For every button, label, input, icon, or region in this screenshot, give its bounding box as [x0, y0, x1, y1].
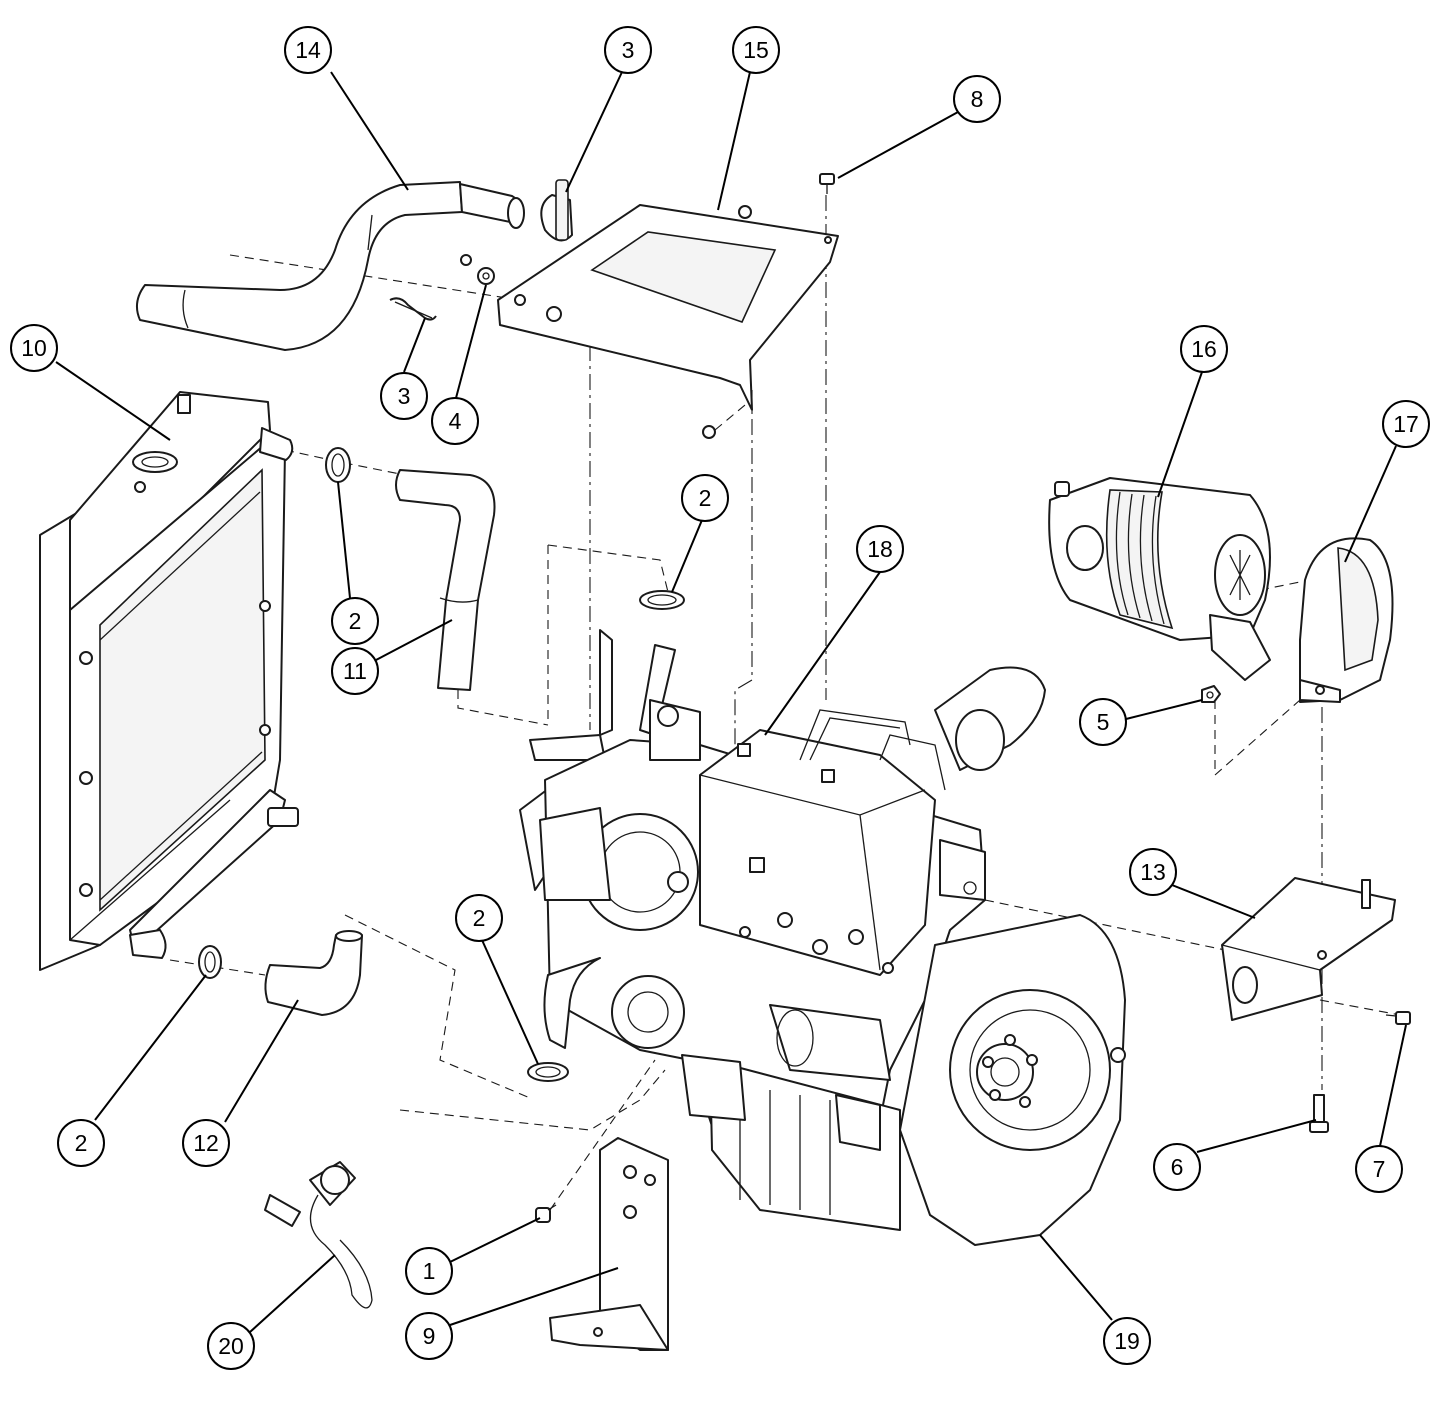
callout-19: 19 — [1103, 1317, 1151, 1365]
part-filter-bracket — [1299, 537, 1394, 703]
svg-text:18: 18 — [867, 536, 893, 562]
svg-text:2: 2 — [473, 905, 486, 931]
part-engine-mount-bracket — [1221, 877, 1396, 1021]
svg-text:13: 13 — [1140, 859, 1166, 885]
part-sensor-harness — [264, 1161, 373, 1309]
svg-text:2: 2 — [349, 608, 362, 634]
part-hose-clamp-b — [639, 590, 685, 610]
callout-10: 10 — [10, 324, 58, 372]
part-hose-clamp-c — [198, 945, 222, 979]
svg-text:2: 2 — [699, 485, 712, 511]
part-hose-clamp-upper — [540, 179, 573, 242]
callout-20: 20 — [207, 1322, 255, 1370]
part-bypass-hose — [395, 469, 496, 691]
part-top-panel — [497, 204, 839, 411]
svg-text:9: 9 — [423, 1323, 436, 1349]
callout-4: 4 — [431, 397, 479, 445]
svg-text:7: 7 — [1373, 1156, 1386, 1182]
callout-8: 8 — [953, 75, 1001, 123]
callout-6: 6 — [1153, 1143, 1201, 1191]
svg-text:19: 19 — [1114, 1328, 1140, 1354]
callout-13: 13 — [1129, 848, 1177, 896]
svg-text:17: 17 — [1393, 411, 1419, 437]
callout-3-top: 3 — [604, 26, 652, 74]
part-upper-hose — [135, 181, 525, 351]
part-bolt-side — [1385, 1011, 1411, 1025]
svg-text:1: 1 — [423, 1258, 436, 1284]
callout-1: 1 — [405, 1247, 453, 1295]
svg-text:8: 8 — [971, 86, 984, 112]
callout-3-lower: 3 — [380, 372, 428, 420]
callout-12: 12 — [182, 1119, 230, 1167]
callout-15: 15 — [732, 26, 780, 74]
callout-5: 5 — [1079, 698, 1127, 746]
callout-2-upper-left: 2 — [331, 597, 379, 645]
callout-18: 18 — [856, 525, 904, 573]
svg-text:15: 15 — [743, 37, 769, 63]
part-hose-clamp-spring — [389, 297, 437, 321]
part-nut — [1201, 685, 1221, 703]
part-washer — [460, 254, 495, 285]
callout-17: 17 — [1382, 400, 1430, 448]
callout-2-center: 2 — [681, 474, 729, 522]
callout-7: 7 — [1355, 1145, 1403, 1193]
svg-text:12: 12 — [193, 1130, 219, 1156]
svg-text:5: 5 — [1097, 709, 1110, 735]
part-lower-hose — [264, 930, 363, 1016]
svg-text:2: 2 — [75, 1130, 88, 1156]
part-engine-mounting-bracket — [549, 1137, 669, 1351]
part-radiator — [39, 391, 299, 971]
svg-text:11: 11 — [343, 658, 367, 684]
svg-text:20: 20 — [218, 1333, 244, 1359]
callout-2-lower-left: 2 — [57, 1119, 105, 1167]
assembly-centerlines — [169, 195, 1401, 1211]
part-air-filter — [1048, 477, 1271, 681]
part-hose-clamp-a — [325, 447, 351, 483]
svg-text:3: 3 — [398, 383, 411, 409]
callout-16: 16 — [1180, 325, 1228, 373]
part-engine — [519, 629, 1126, 1246]
part-screw-top — [702, 173, 835, 439]
callout-14: 14 — [284, 26, 332, 74]
svg-text:6: 6 — [1171, 1154, 1184, 1180]
callout-11: 11 — [331, 647, 379, 695]
callout-2-lower-center: 2 — [455, 894, 503, 942]
part-hose-clamp-d — [527, 1062, 569, 1082]
svg-text:3: 3 — [622, 37, 635, 63]
callout-bubbles: 14 3 15 8 10 3 4 16 17 2 2 18 11 5 13 2 … — [10, 26, 1430, 1370]
leader-lines — [55, 71, 1407, 1333]
callout-9: 9 — [405, 1312, 453, 1360]
svg-text:14: 14 — [295, 37, 321, 63]
part-bolt-vertical — [1309, 1094, 1329, 1133]
svg-text:16: 16 — [1191, 336, 1217, 362]
svg-text:4: 4 — [449, 408, 462, 434]
svg-text:10: 10 — [21, 335, 47, 361]
